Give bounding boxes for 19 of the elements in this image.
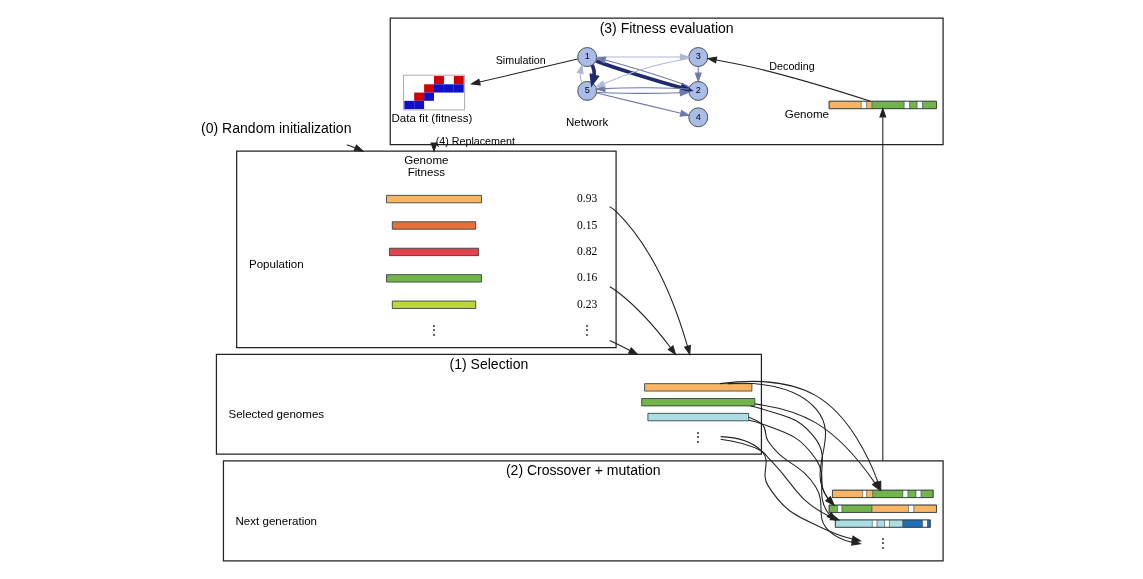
- node-text: 0.23: [577, 297, 598, 311]
- node-label: Data fit (fitness): [391, 112, 473, 125]
- node-text: 0.82: [577, 244, 598, 258]
- node-text: ⋮: [428, 324, 441, 338]
- edge-label: (4) Replacement: [435, 134, 515, 147]
- edge-label: Simulation: [495, 53, 546, 66]
- node-text: 0.16: [577, 271, 598, 285]
- node-text: ⋮: [876, 537, 889, 551]
- label: Network: [566, 116, 609, 129]
- node-label: Population: [249, 258, 304, 271]
- node-label: Next generation: [235, 515, 318, 528]
- node-text: ⋮: [581, 324, 594, 338]
- node-text: (0) Random initialization: [201, 120, 352, 137]
- node-text: 0.15: [577, 218, 598, 232]
- node-text: ⋮: [692, 430, 705, 444]
- node-text: 0.93: [577, 192, 598, 206]
- edge-label: Decoding: [769, 59, 815, 72]
- node-label: Genome: [784, 107, 829, 120]
- node-label: Selected genomes: [228, 408, 325, 421]
